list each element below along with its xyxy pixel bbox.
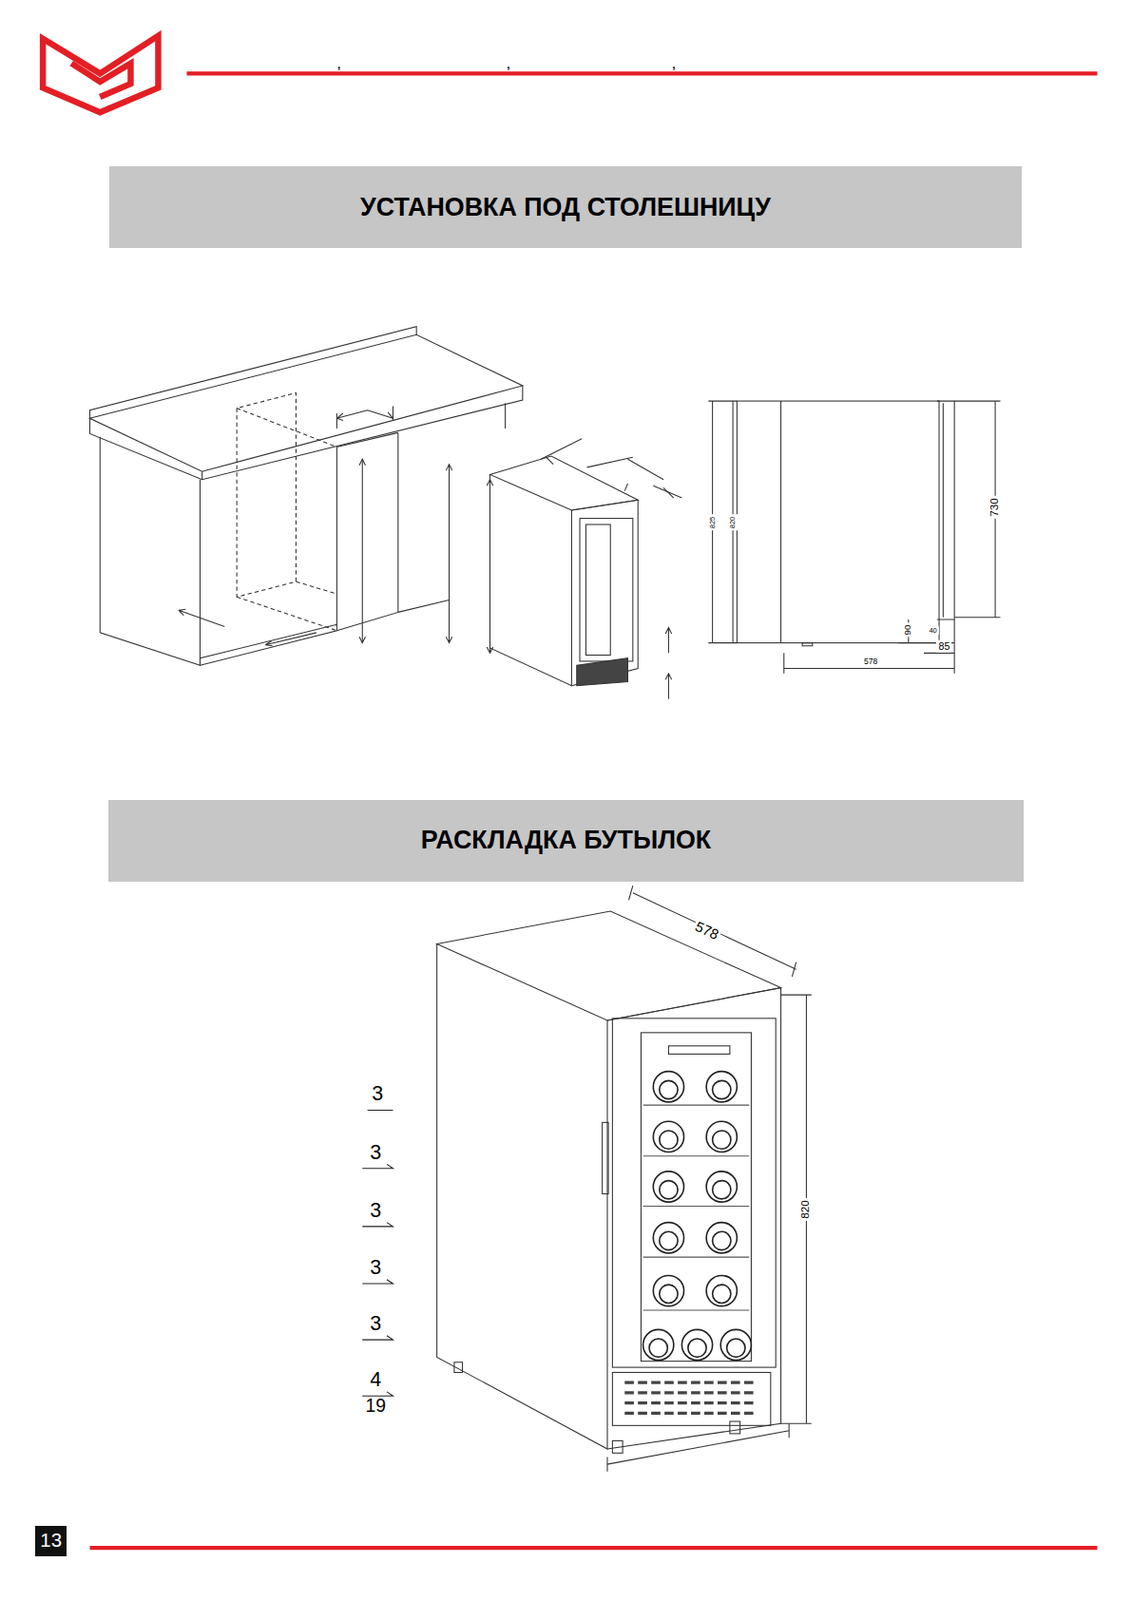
dimension: 40: [926, 626, 939, 636]
wine-cooler-front: [362, 885, 812, 1472]
bottle-count: 3: [369, 1258, 382, 1279]
page-number: 13: [39, 1530, 62, 1553]
header-mark: ,: [336, 55, 342, 72]
bottle-count: 3: [369, 1143, 382, 1164]
header-mark: ,: [671, 55, 676, 72]
side-view-drawing: [708, 401, 1000, 674]
section-heading: УСТАНОВКА ПОД СТОЛЕШНИЦУ: [360, 192, 771, 223]
dimension: 578: [690, 918, 724, 945]
bottle-total: 19: [364, 1397, 386, 1416]
dimension: 578: [862, 656, 880, 668]
brand-logo: [42, 36, 158, 114]
bottle-count: 3: [369, 1201, 382, 1222]
section-band: РАСКЛАДКА БУТЫЛОК: [108, 800, 1024, 883]
header-mark: ,: [505, 55, 511, 72]
dimension: 85: [936, 639, 952, 653]
dimension: 825: [708, 515, 718, 532]
dimension: 90: [901, 622, 914, 637]
section-band: УСТАНОВКА ПОД СТОЛЕШНИЦУ: [109, 166, 1022, 249]
section-heading: РАСКЛАДКА БУТЫЛОК: [421, 825, 712, 856]
dimension: 730: [988, 496, 1002, 519]
page-number-box: 13: [35, 1526, 67, 1557]
bottle-count: 3: [369, 1314, 382, 1335]
dimension: 820: [800, 1198, 814, 1222]
counter-drawing: [90, 326, 523, 667]
wine-cooler-perspective: [489, 439, 682, 700]
bottle-count: 3: [371, 1085, 384, 1106]
bottle-count: 4: [369, 1370, 382, 1391]
dimension: 820: [728, 515, 738, 532]
